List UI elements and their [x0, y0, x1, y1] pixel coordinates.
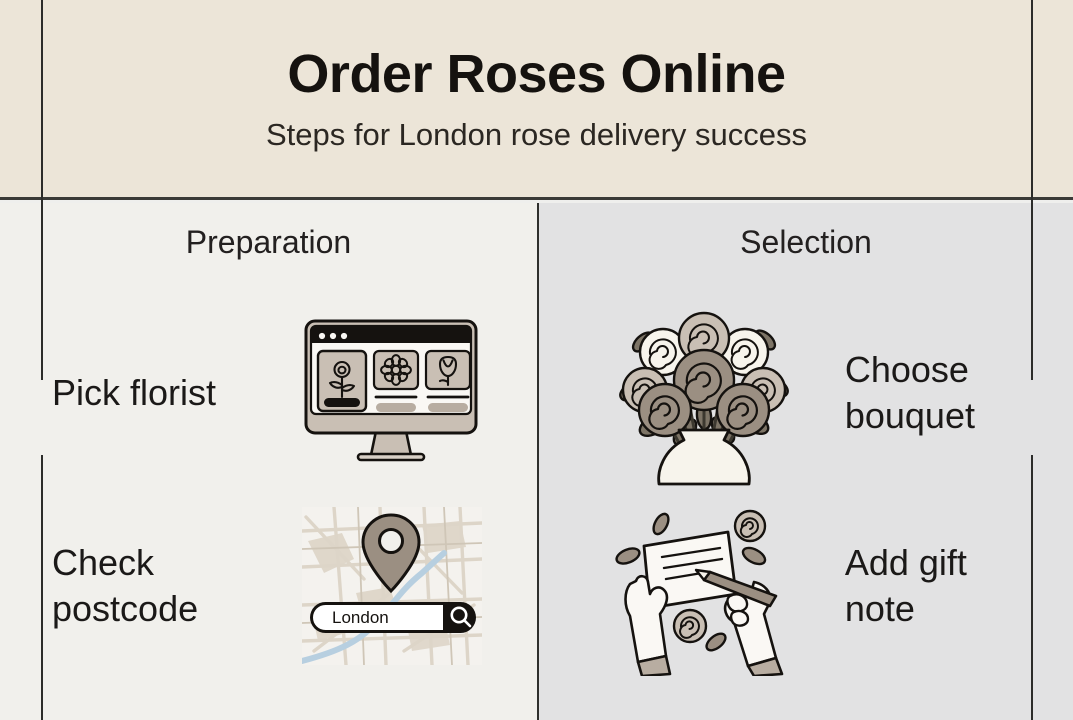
column-heading-selection: Selection	[740, 224, 872, 260]
rose-bouquet-vase-icon	[581, 298, 827, 488]
columns-container: Preparation Pick florist	[0, 203, 1073, 720]
page-title: Order Roses Online	[287, 44, 786, 104]
step-label-line1: Choose	[844, 348, 969, 390]
column-selection: Selection	[537, 203, 1073, 720]
poster-header: Order Roses Online Steps for London rose…	[0, 0, 1073, 200]
step-label-line2: bouquet	[844, 395, 975, 436]
accent-rule-right-bottom	[1031, 455, 1033, 720]
map-search-pill: London	[309, 602, 476, 633]
step-pick-florist: Pick florist	[0, 298, 537, 488]
page-subtitle: Steps for London rose delivery success	[265, 117, 808, 152]
map-location-search-icon: London	[266, 491, 516, 681]
step-label-line1: Add gift	[844, 541, 967, 583]
magnifier-icon	[450, 606, 471, 628]
step-choose-bouquet: Choose bouquet	[539, 298, 1073, 488]
hands-writing-gift-note-icon	[581, 491, 827, 681]
column-preparation: Preparation Pick florist	[0, 203, 537, 720]
accent-rule-right-top	[1031, 0, 1033, 380]
step-label-line2: note	[844, 588, 915, 629]
step-label-choose-bouquet: Choose bouquet	[827, 347, 1073, 439]
step-label-pick-florist: Pick florist	[0, 370, 258, 416]
accent-rule-left-bottom	[41, 455, 43, 720]
accent-rule-left-top	[41, 0, 43, 380]
step-label-line2: postcode	[52, 588, 199, 629]
map-search-value-text: London	[332, 608, 389, 627]
column-heading-preparation: Preparation	[185, 224, 352, 260]
step-check-postcode: Check postcode	[0, 491, 537, 681]
step-label-add-gift-note: Add gift note	[827, 540, 1073, 632]
step-label-check-postcode: Check postcode	[0, 540, 258, 632]
step-label-line1: Check	[52, 541, 155, 583]
florist-website-monitor-icon	[266, 298, 516, 488]
map-pin-icon	[360, 513, 421, 594]
step-add-gift-note: Add gift note	[539, 491, 1073, 681]
step-label-line1: Pick florist	[52, 371, 217, 413]
